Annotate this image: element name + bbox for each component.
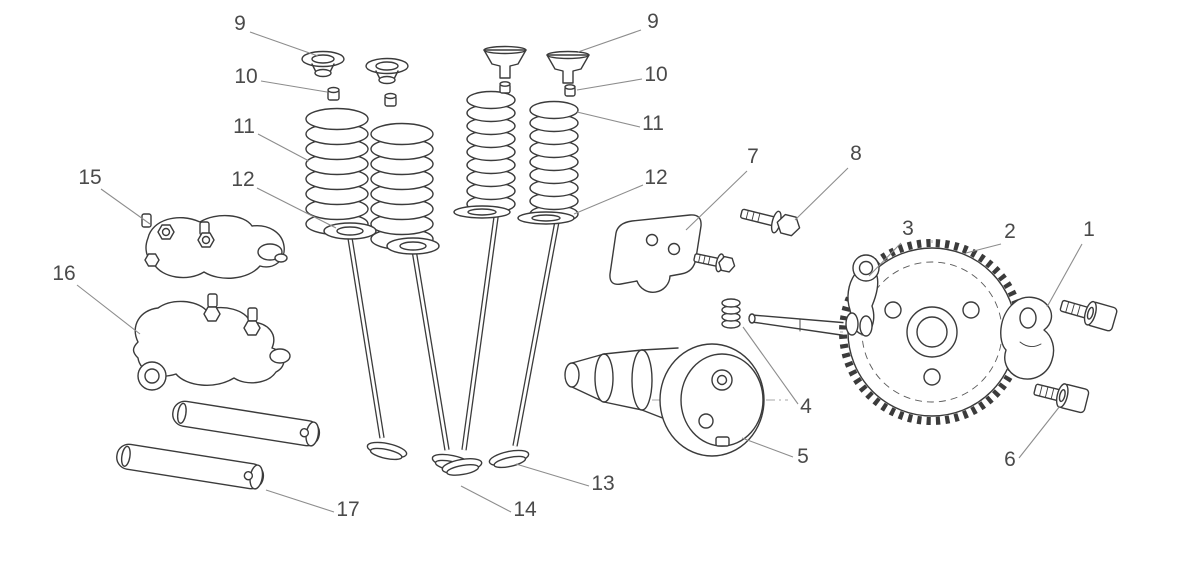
callout-leader-9 [577, 29, 642, 53]
callout-label-2: 2 [1004, 220, 1016, 243]
spring-seat-left [323, 222, 377, 240]
valve-spring-right-b [529, 100, 579, 224]
callout-leader-11 [576, 111, 641, 128]
callout-leader-12 [573, 184, 644, 215]
callout-leader-14 [460, 485, 512, 513]
spring-seat-right [453, 205, 511, 219]
callout-leader-6 [1018, 405, 1061, 459]
callout-leader-10 [260, 80, 328, 93]
callout-leader-4 [742, 326, 799, 405]
dowel-pin-lower [116, 443, 265, 490]
valve-spring-left-a [305, 107, 369, 236]
callout-label-9: 9 [234, 12, 246, 35]
cam-bracket-plate [609, 214, 702, 293]
callout-label-17: 17 [336, 498, 359, 521]
callout-label-10: 10 [644, 63, 667, 86]
callout-leader-13 [515, 463, 590, 487]
callout-label-7: 7 [747, 145, 759, 168]
camshaft [564, 343, 765, 457]
callout-label-12: 12 [644, 166, 667, 189]
valve-keeper-left [327, 86, 340, 101]
callout-label-13: 13 [591, 472, 614, 495]
callout-leader-5 [741, 437, 794, 458]
rocker-arm-assembly-lower [132, 293, 291, 391]
callout-leader-8 [794, 167, 849, 221]
callout-leader-7 [685, 170, 748, 231]
spring-retainer-right [483, 45, 527, 79]
rocker-arm-assembly-upper [141, 213, 288, 279]
valve-head [441, 458, 483, 476]
callout-leader-2 [965, 243, 1002, 254]
callout-label-11: 11 [642, 112, 664, 135]
callout-label-9: 9 [647, 10, 659, 33]
decompression-rocker [845, 254, 880, 337]
callout-label-15: 15 [78, 166, 101, 189]
callout-leader-9 [249, 31, 319, 57]
socket-bolt-lower [1033, 383, 1090, 414]
valve-head [366, 441, 408, 461]
callout-leader-12 [256, 187, 337, 229]
callout-label-8: 8 [850, 142, 862, 165]
valve-spring-right-a [466, 90, 516, 214]
callout-leader-10 [576, 78, 643, 91]
flange-bolt-large [740, 208, 801, 237]
callout-leader-17 [265, 489, 335, 513]
callout-label-12: 12 [231, 168, 254, 191]
callout-label-5: 5 [797, 445, 809, 468]
callout-label-4: 4 [800, 395, 812, 418]
callout-leader-1 [1046, 243, 1083, 308]
callout-label-6: 6 [1004, 448, 1016, 471]
callout-label-16: 16 [52, 262, 75, 285]
cam-lock-plate [1000, 296, 1055, 380]
flange-bolt-small [693, 253, 736, 273]
callout-label-10: 10 [234, 65, 257, 88]
callout-label-1: 1 [1083, 218, 1095, 241]
callout-label-14: 14 [513, 498, 537, 521]
callout-leader-16 [76, 284, 141, 335]
callout-leader-15 [100, 188, 151, 225]
tensioner-spring [721, 298, 741, 329]
socket-bolt-upper [1059, 299, 1118, 332]
valves [347, 209, 561, 476]
callout-leader-11 [257, 133, 310, 162]
valve-keeper-right [499, 81, 511, 94]
rocker-shaft [748, 313, 849, 337]
callout-leader-3 [868, 242, 902, 277]
callout-label-3: 3 [902, 217, 914, 240]
valve-head [488, 449, 530, 469]
valve-spring-left-b [370, 122, 434, 251]
dowel-pin-upper [172, 400, 321, 447]
callout-label-11: 11 [233, 115, 255, 138]
spring-retainer-left [301, 50, 345, 78]
